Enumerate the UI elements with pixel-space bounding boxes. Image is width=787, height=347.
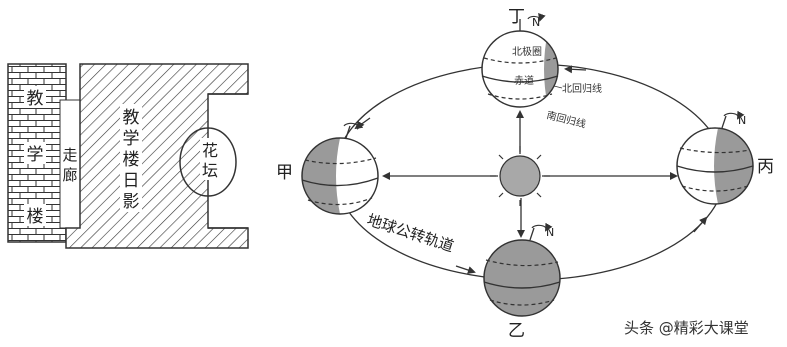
- orbit-arrow: [455, 265, 476, 274]
- shadow-label: 教 学 楼 日 影: [120, 104, 142, 212]
- tropic-of-cancer-label: 北回归线: [562, 82, 602, 95]
- flower-bed-label: 花 坛: [200, 138, 220, 180]
- tropic-of-capricorn-label: 南回归线: [545, 108, 587, 130]
- tropic-leader: [553, 85, 563, 89]
- orbit-label: 地球公转轨道: [365, 211, 456, 256]
- corridor: [59, 99, 81, 229]
- building-char-1: 教: [27, 89, 44, 109]
- building-plan: 教 学 楼 走 廊 教 学 楼 日 影 花 坛: [7, 63, 249, 249]
- building-shadow: [65, 63, 249, 249]
- building-char-3: 楼: [27, 207, 44, 227]
- orbit-arrow: [693, 216, 708, 233]
- position-label-ding: 丁: [508, 7, 525, 27]
- shadow-char-5: 影: [123, 192, 140, 212]
- earth-position-ding: N 北极圈 赤道: [481, 13, 559, 108]
- shadow-char-1: 教: [123, 108, 140, 128]
- corridor-char-1: 走: [62, 146, 77, 164]
- building-label: 教 学 楼: [24, 86, 46, 227]
- axis-north-label: N: [738, 114, 746, 127]
- equator-label: 赤道: [514, 74, 534, 87]
- position-label-jia: 甲: [276, 163, 293, 183]
- position-label-bing: 丙: [757, 157, 774, 177]
- position-label-yi: 乙: [508, 321, 525, 341]
- corridor-label: 走 廊: [62, 146, 77, 184]
- arctic-circle-label: 北极圈: [512, 45, 542, 58]
- corridor-char-2: 廊: [62, 166, 77, 184]
- flower-bed-char-1: 花: [202, 141, 218, 160]
- shadow-char-3: 楼: [123, 150, 140, 170]
- courtyard-outline: [208, 93, 248, 229]
- building-char-2: 学: [27, 145, 44, 165]
- flower-bed-char-2: 坛: [202, 161, 218, 180]
- shadow-char-2: 学: [123, 129, 140, 149]
- axis-north-label: N: [532, 16, 540, 29]
- flower-bed: [179, 127, 237, 197]
- earth-position-yi: N: [483, 222, 561, 317]
- earth-position-bing: N: [676, 110, 754, 205]
- sun: [490, 146, 550, 206]
- watermark: 头条 @精彩大课堂: [624, 319, 749, 337]
- axis-north-label: N: [546, 226, 554, 239]
- shadow-char-4: 日: [123, 171, 140, 191]
- earth-revolution-diagram: N 北极圈 赤道 丁 北回归线 南回归线 甲: [276, 7, 774, 341]
- orbit-arrow: [564, 65, 587, 74]
- earth-position-jia: [301, 120, 379, 215]
